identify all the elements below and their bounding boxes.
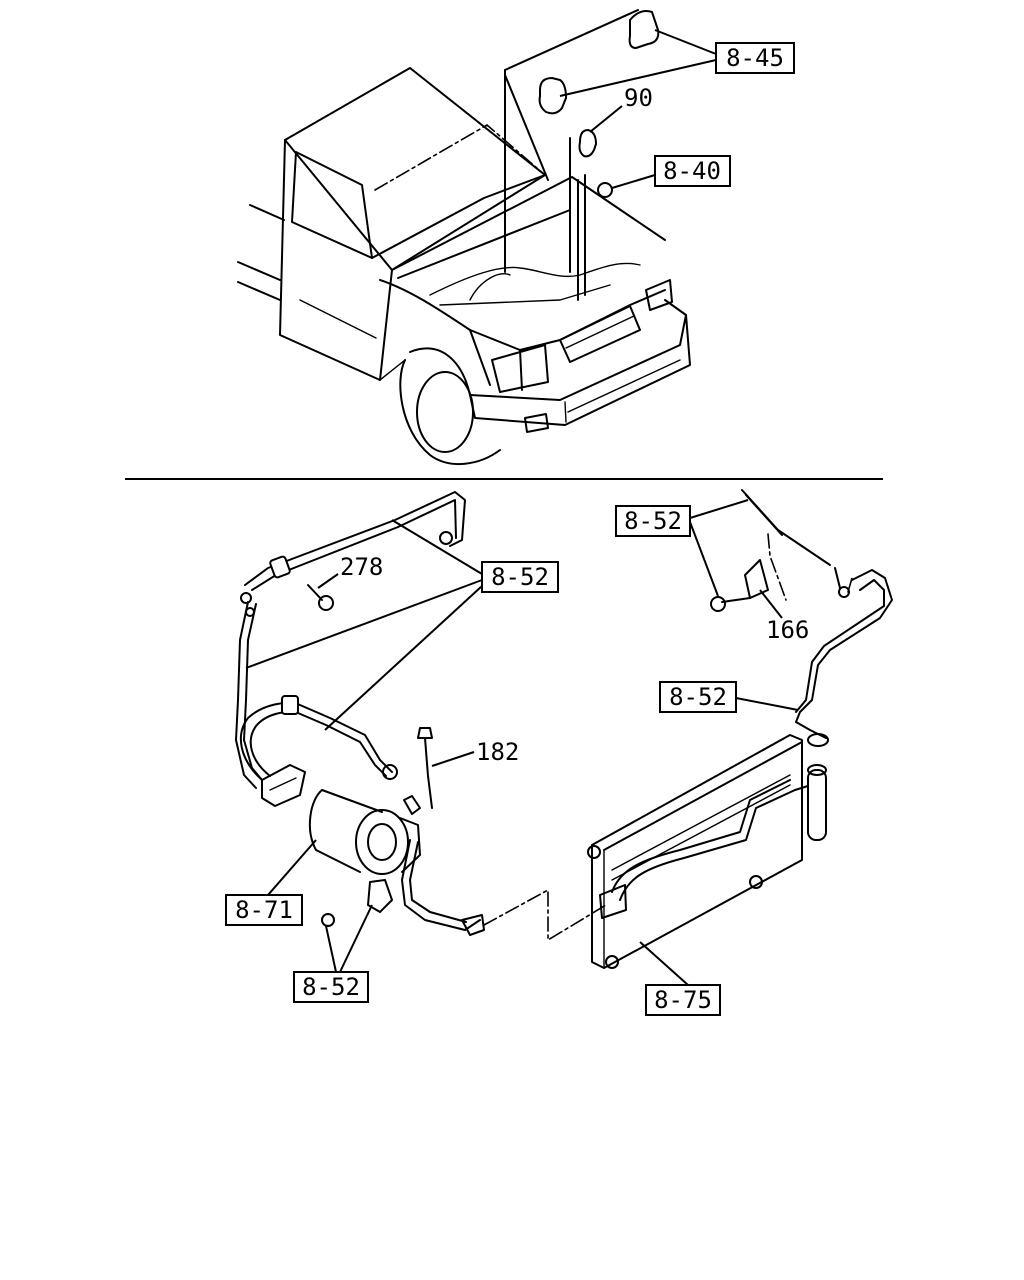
callout-8-52-upper-left: 8-52 — [481, 561, 559, 593]
callout-8-75-text: 8-75 — [654, 986, 712, 1014]
callout-166-text: 166 — [766, 616, 809, 644]
leader-lines-bottom — [245, 499, 799, 986]
compressor-hose-assembly — [235, 491, 607, 942]
truck-illustration — [237, 67, 691, 466]
callout-8-52-bottom-text: 8-52 — [302, 973, 360, 1001]
callout-166: 166 — [766, 616, 809, 644]
callout-8-52-upper-right: 8-52 — [615, 505, 691, 537]
callout-8-71-text: 8-71 — [235, 896, 293, 924]
callout-8-52-mid-right: 8-52 — [659, 681, 737, 713]
callout-182: 182 — [476, 738, 519, 766]
leader-lines-top — [559, 29, 717, 189]
callout-8-52-bottom: 8-52 — [293, 971, 369, 1003]
callout-8-52-upper-right-text: 8-52 — [624, 507, 682, 535]
callout-8-45: 8-45 — [715, 42, 795, 74]
callout-90-text: 90 — [624, 84, 653, 112]
hood-insulator-parts — [504, 9, 660, 301]
callout-8-75: 8-75 — [645, 984, 721, 1016]
callout-8-40: 8-40 — [654, 155, 731, 187]
callout-278-text: 278 — [340, 553, 383, 581]
callout-8-71: 8-71 — [225, 894, 303, 926]
callout-8-52-upper-left-text: 8-52 — [491, 563, 549, 591]
condenser-assembly — [587, 489, 893, 969]
callout-182-text: 182 — [476, 738, 519, 766]
callout-278: 278 — [340, 553, 383, 581]
callout-8-52-mid-right-text: 8-52 — [669, 683, 727, 711]
callout-90: 90 — [624, 84, 653, 112]
callout-8-45-text: 8-45 — [726, 44, 784, 72]
callout-8-40-text: 8-40 — [663, 157, 721, 185]
